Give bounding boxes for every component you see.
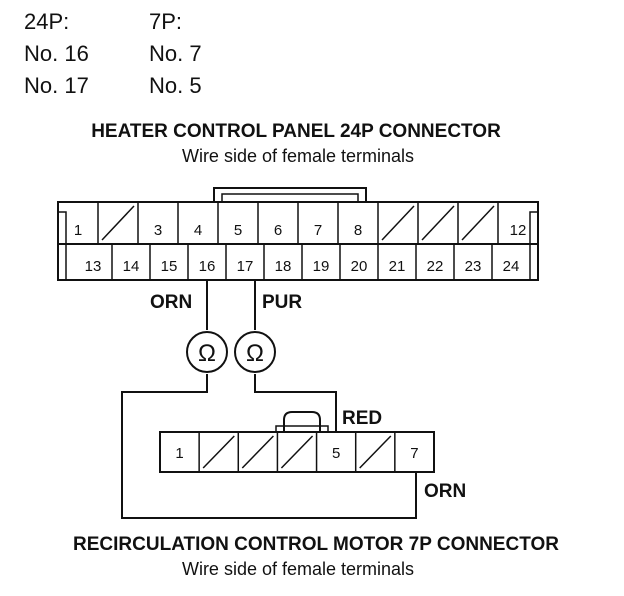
terminal-24p-1: 1 [74, 222, 82, 239]
terminal-24p-24: 24 [503, 258, 520, 275]
empty-cavity-slash [241, 435, 274, 469]
terminal-24p-15: 15 [161, 258, 178, 275]
empty-cavity-slash [280, 435, 314, 469]
connector-7p-title: RECIRCULATION CONTROL MOTOR 7P CONNECTOR [73, 534, 559, 555]
terminal-24p-4: 4 [194, 222, 202, 239]
terminal-24p-13: 13 [85, 258, 102, 275]
wire-label-orn-7p: ORN [424, 481, 466, 502]
connector-24p-title: HEATER CONTROL PANEL 24P CONNECTOR [91, 121, 501, 142]
connector-7p-subtitle: Wire side of female terminals [182, 559, 414, 579]
wire-label-pur-24p: PUR [262, 292, 302, 313]
empty-cavity-slash [101, 205, 135, 241]
empty-cavity-slash [359, 435, 392, 469]
connector-24p-bottom-row: 13 14 15 16 17 18 19 20 21 22 23 24 [85, 244, 520, 280]
terminal-24p-12: 12 [510, 222, 527, 239]
terminal-7p-7: 7 [410, 445, 418, 462]
pin-table-value: No. 17 [24, 73, 89, 98]
wire-pur-to-7p [254, 374, 337, 432]
terminal-24p-16: 16 [199, 258, 216, 275]
wiring [121, 280, 417, 519]
terminal-24p-19: 19 [313, 258, 330, 275]
terminal-24p-22: 22 [427, 258, 444, 275]
terminal-7p-5: 5 [332, 445, 340, 462]
empty-cavity-slash [421, 205, 455, 241]
wire-orn-loop [121, 374, 417, 519]
pin-table-header: 7P: [149, 9, 183, 34]
connector-24p-subtitle: Wire side of female terminals [182, 146, 414, 166]
ohmmeter-1: Ω [186, 331, 228, 373]
wire-label-orn-24p: ORN [150, 292, 192, 313]
wire-label-red-7p: RED [342, 408, 382, 429]
connector-7p [159, 411, 435, 473]
connector-24p-top-row: 1 3 4 5 6 7 8 12 [74, 202, 527, 244]
terminal-24p-21: 21 [389, 258, 406, 275]
terminal-24p-3: 3 [154, 222, 162, 239]
pin-table-value: No. 16 [24, 41, 89, 66]
pin-table-column-24p: 24P: No. 16 No. 17 [24, 6, 144, 102]
terminal-24p-18: 18 [275, 258, 292, 275]
pin-table-value: No. 5 [149, 73, 202, 98]
empty-cavity-slash [202, 435, 235, 469]
ohmmeter-2: Ω [234, 331, 276, 373]
pin-table-header: 24P: [24, 9, 70, 34]
ohm-icon: Ω [246, 340, 264, 367]
terminal-24p-14: 14 [123, 258, 140, 275]
terminal-24p-5: 5 [234, 222, 242, 239]
terminal-24p-6: 6 [274, 222, 282, 239]
pin-table-column-7p: 7P: No. 7 No. 5 [149, 6, 269, 102]
terminal-7p-1: 1 [175, 445, 183, 462]
terminal-24p-23: 23 [465, 258, 482, 275]
ohm-icon: Ω [198, 340, 216, 367]
pin-table-value: No. 7 [149, 41, 202, 66]
terminal-24p-8: 8 [354, 222, 362, 239]
connector-7p-cells: 1 5 7 [175, 432, 419, 472]
terminal-24p-7: 7 [314, 222, 322, 239]
terminal-24p-20: 20 [351, 258, 368, 275]
empty-cavity-slash [461, 205, 495, 241]
terminal-24p-17: 17 [237, 258, 254, 275]
empty-cavity-slash [381, 205, 415, 241]
